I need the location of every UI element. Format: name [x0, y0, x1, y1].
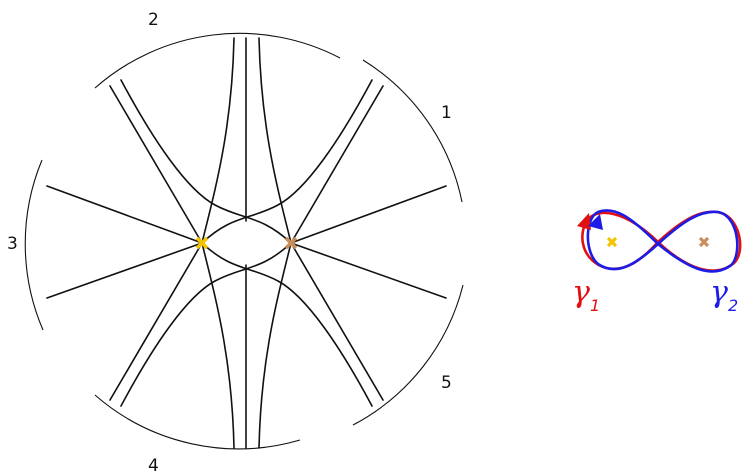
gamma-2-subscript: 2 [728, 296, 738, 315]
sector-label-4: 4 [148, 456, 159, 475]
diag-left-lower-outer [109, 242, 203, 401]
gamma-1-subscript: 1 [590, 296, 600, 315]
sector-arc-1 [362, 59, 463, 203]
loop-inset: γ1 γ2 [572, 209, 742, 315]
ray-right-upper [290, 185, 447, 244]
inset-orange-point [698, 236, 710, 248]
gamma-1-symbol: γ [572, 275, 590, 310]
sector-arc-3 [24, 159, 44, 331]
gamma-1-arrow [577, 213, 591, 230]
sector-arc-5 [352, 284, 464, 426]
s-curve-right-upper [120, 79, 292, 244]
yellow-point [195, 236, 209, 250]
diag-left-upper-outer [109, 85, 203, 244]
s-curve-right-lower [120, 242, 292, 407]
diag-right-lower-outer [290, 242, 384, 401]
ray-left-lower [46, 242, 203, 299]
branch-points [195, 236, 298, 250]
gamma-2-label: γ2 [710, 275, 738, 315]
network-lines [46, 37, 447, 449]
sector-arcs [24, 32, 464, 450]
ray-right-lower [290, 242, 447, 299]
sector-label-5: 5 [441, 373, 452, 393]
curve-right-top [258, 37, 292, 244]
s-curve-left-upper [201, 79, 373, 244]
sector-arc-4 [94, 394, 301, 450]
gamma-1-label: γ1 [572, 275, 600, 315]
curve-right-bottom [258, 242, 292, 449]
gamma-2-symbol: γ [710, 275, 728, 310]
sector-label-1: 1 [441, 103, 452, 123]
sector-arc-2 [94, 32, 341, 89]
gamma-2-loop [586, 209, 739, 273]
sector-label-3: 3 [7, 234, 18, 254]
sector-label-2: 2 [148, 10, 159, 30]
gamma-2-arrow [588, 214, 603, 230]
diag-right-upper-outer [290, 85, 384, 244]
orange-point [284, 236, 298, 250]
s-curve-left-lower [201, 242, 373, 407]
inset-yellow-point [606, 236, 618, 248]
curve-left-bottom [201, 242, 235, 449]
curve-left-top [201, 37, 235, 244]
ray-left-upper [46, 185, 203, 244]
